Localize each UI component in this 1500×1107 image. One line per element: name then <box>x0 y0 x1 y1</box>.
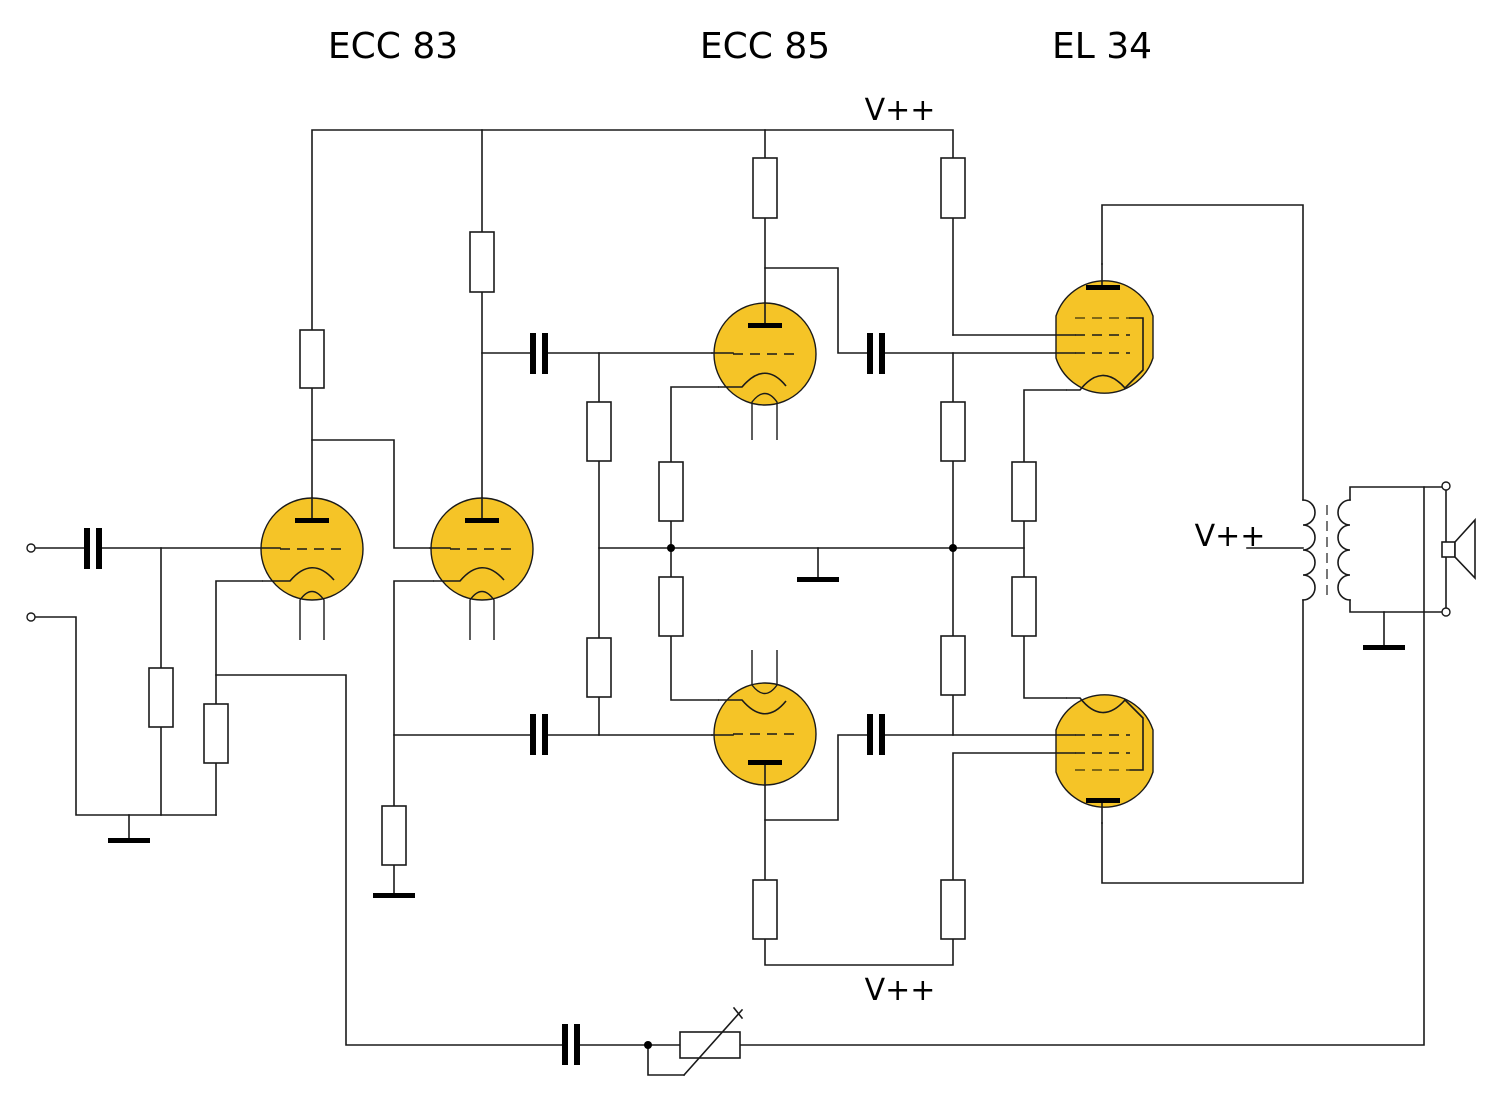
resistor <box>658 461 684 522</box>
capacitor <box>530 333 548 374</box>
tube-ecc85-lower <box>711 650 817 786</box>
resistor <box>203 703 229 764</box>
resistor <box>586 637 612 698</box>
resistor <box>299 329 325 389</box>
input-terminal-ground[interactable] <box>26 612 36 622</box>
tube-ecc83-stage1 <box>260 497 364 640</box>
resistor <box>586 401 612 462</box>
capacitor <box>530 714 548 755</box>
capacitor <box>867 333 885 374</box>
resistor <box>940 157 966 219</box>
resistor <box>1011 461 1037 522</box>
label-supply-top: V++ <box>865 93 936 128</box>
label-ecc83: ECC 83 <box>328 26 458 67</box>
input-terminal-signal[interactable] <box>26 543 36 553</box>
resistor <box>381 805 407 866</box>
ground-icon <box>373 893 415 898</box>
junction-dot <box>667 544 675 552</box>
junction-dot <box>949 544 957 552</box>
resistor <box>940 879 966 940</box>
tube-ecc83-stage2 <box>429 497 534 640</box>
potentiometer <box>679 1006 744 1077</box>
speaker-icon <box>1441 481 1476 617</box>
capacitor-input <box>84 528 102 569</box>
ground-icon <box>797 577 839 582</box>
resistor <box>940 401 966 462</box>
resistor <box>469 231 495 293</box>
wire-top-rail <box>311 129 954 331</box>
resistor <box>148 667 174 728</box>
tube-el34-upper <box>1055 263 1154 394</box>
tube-el34-lower <box>1055 694 1154 824</box>
junction-dot <box>644 1041 652 1049</box>
label-supply-bottom: V++ <box>865 973 936 1008</box>
output-transformer <box>1302 499 1351 601</box>
resistor <box>658 576 684 637</box>
capacitor <box>867 714 885 755</box>
resistors <box>148 157 1037 940</box>
capacitors <box>84 333 885 1065</box>
wires <box>35 129 1447 1076</box>
ground-icon <box>1363 645 1405 650</box>
label-ecc85: ECC 85 <box>700 26 830 67</box>
resistor <box>752 879 778 940</box>
grounds <box>108 577 1405 898</box>
label-el34: EL 34 <box>1052 26 1152 67</box>
resistor <box>1011 576 1037 637</box>
resistor <box>940 635 966 696</box>
resistor <box>752 157 778 219</box>
capacitor-feedback <box>562 1024 580 1065</box>
tube-ecc85-upper <box>711 302 817 440</box>
ground-icon <box>108 838 150 843</box>
